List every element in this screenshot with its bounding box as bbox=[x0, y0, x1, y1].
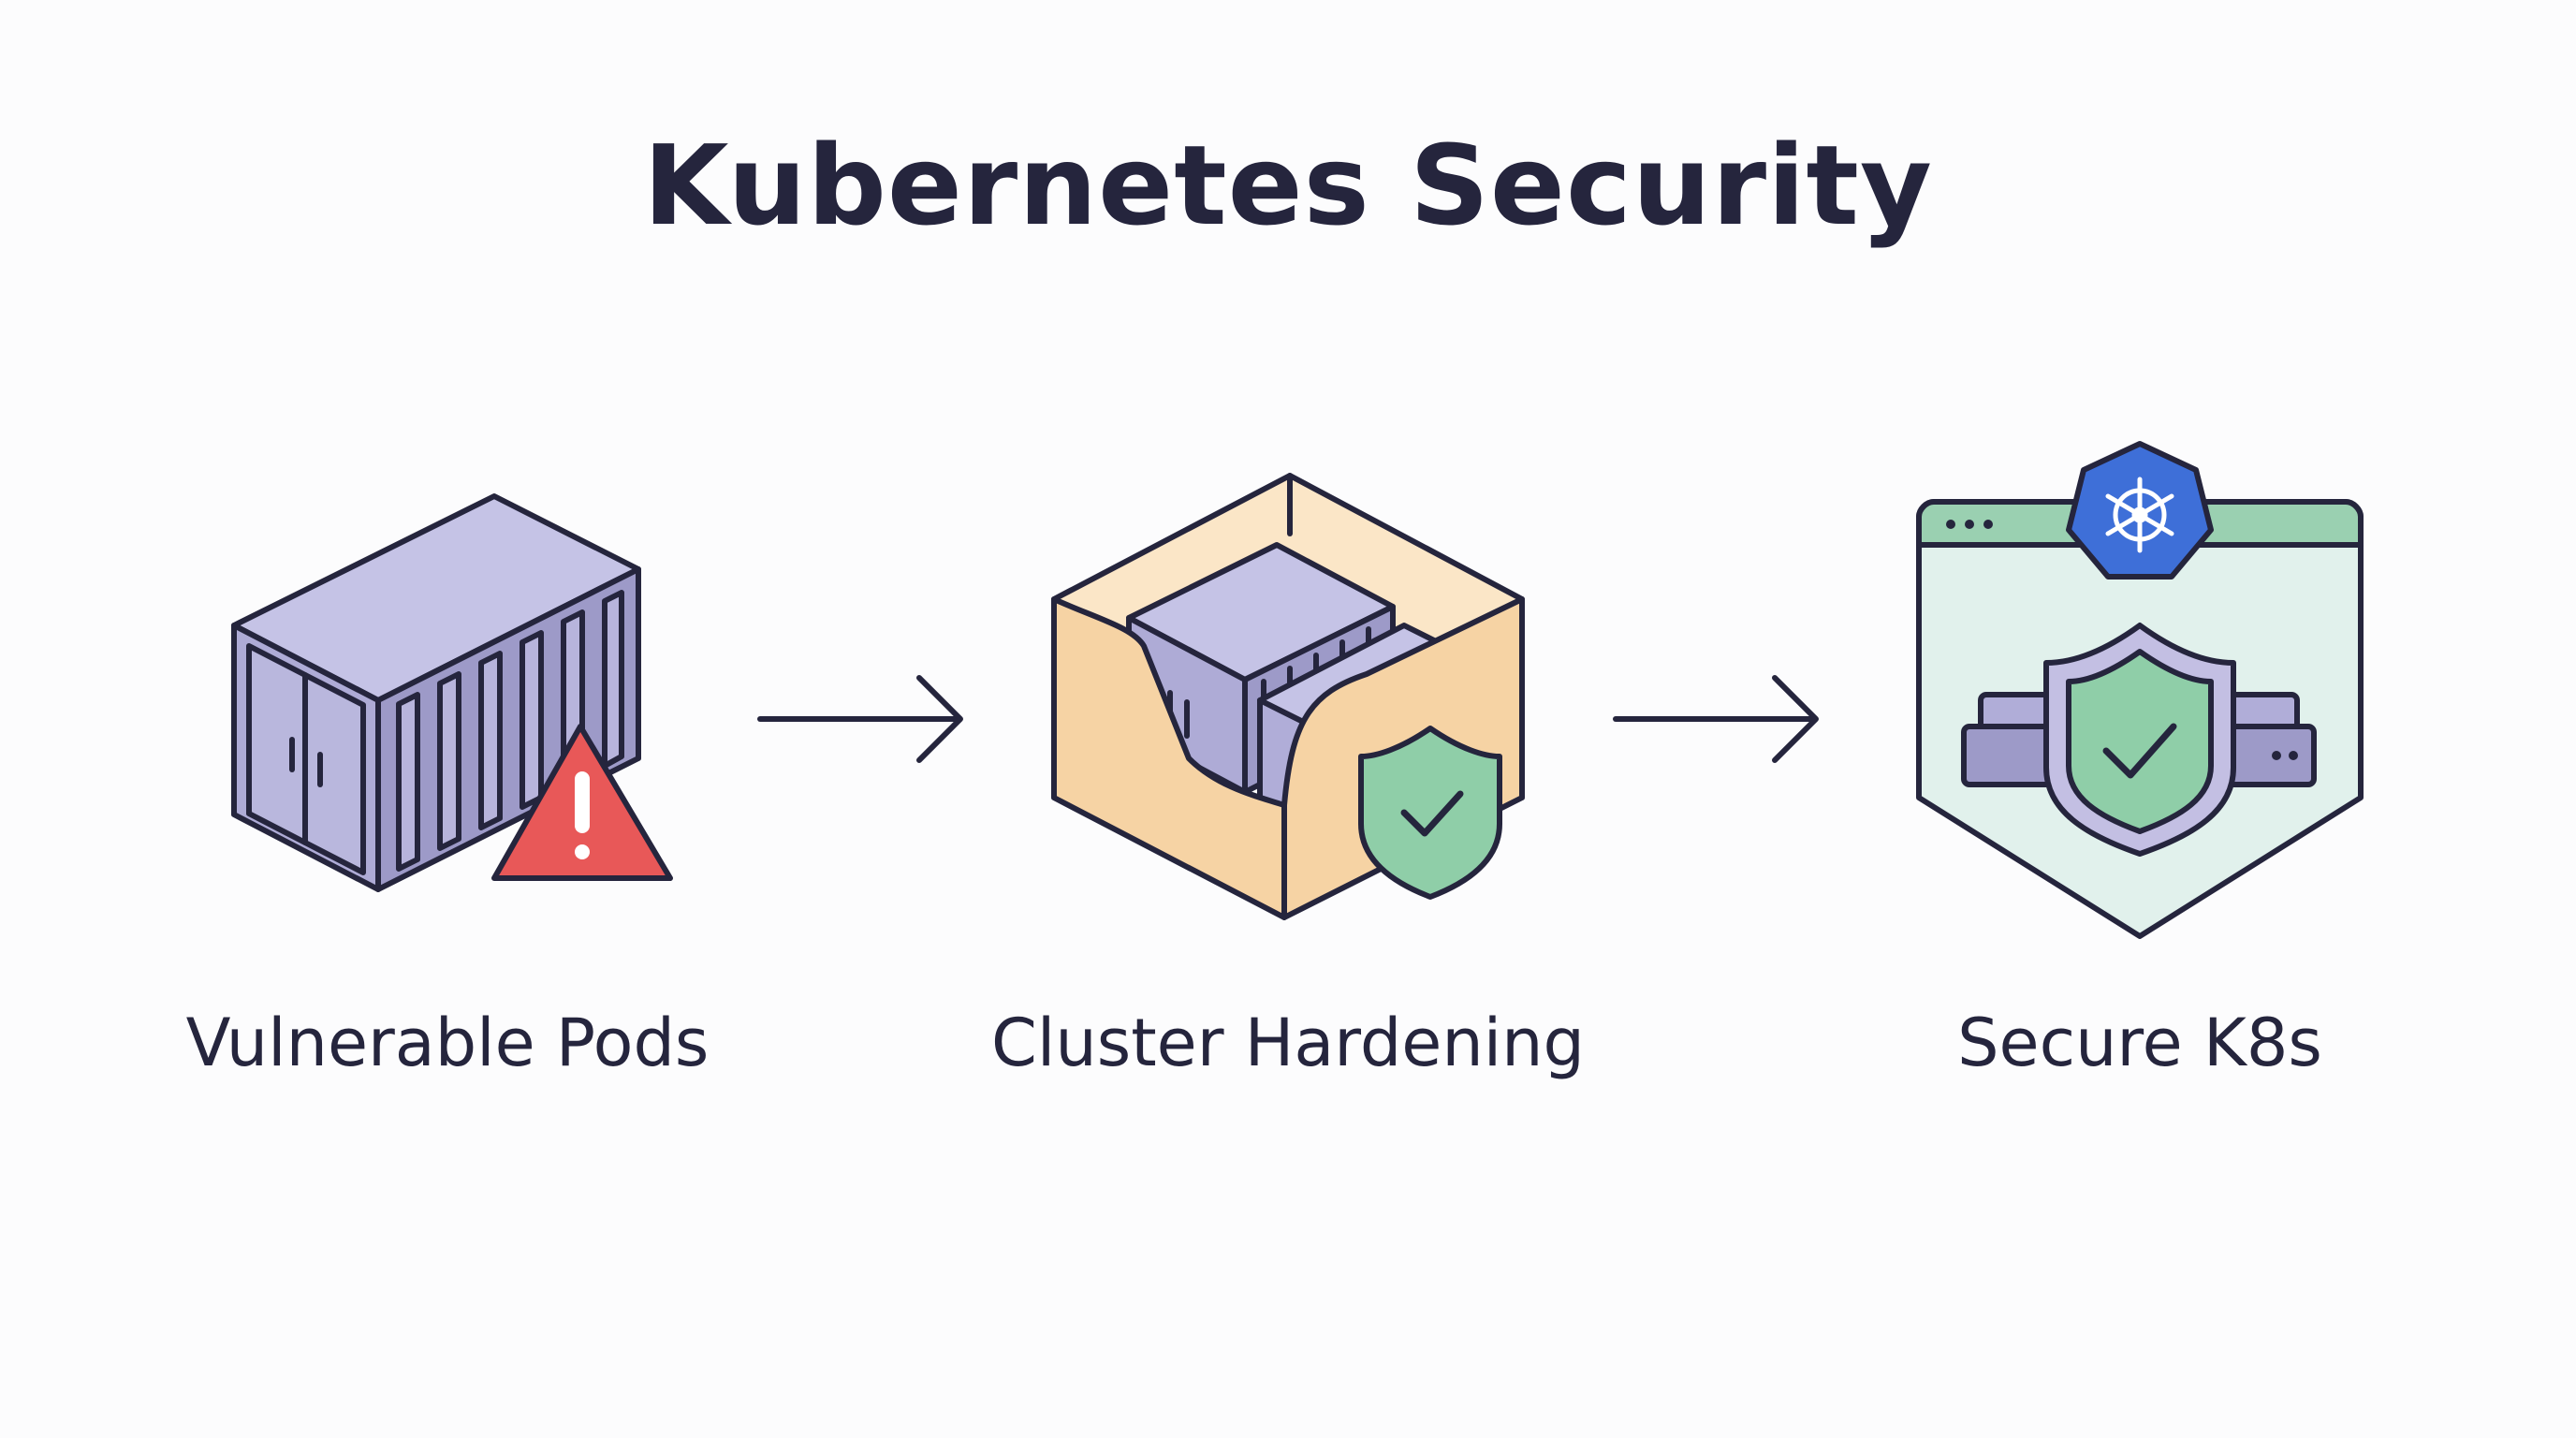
secure-kubernetes-window-icon bbox=[1916, 441, 2364, 939]
arrow-right-icon bbox=[1613, 675, 1819, 763]
step-label-cluster-hardening: Cluster Hardening bbox=[991, 1005, 1585, 1081]
shipping-container-warning-icon bbox=[231, 493, 673, 892]
step-label-secure-k8s: Secure K8s bbox=[1957, 1005, 2322, 1081]
diagram-title: Kubernetes Security bbox=[643, 121, 1933, 250]
arrow-right-icon bbox=[757, 675, 963, 763]
hardened-container-box-shield-icon bbox=[1051, 473, 1525, 920]
step-label-vulnerable-pods: Vulnerable Pods bbox=[185, 1005, 710, 1081]
